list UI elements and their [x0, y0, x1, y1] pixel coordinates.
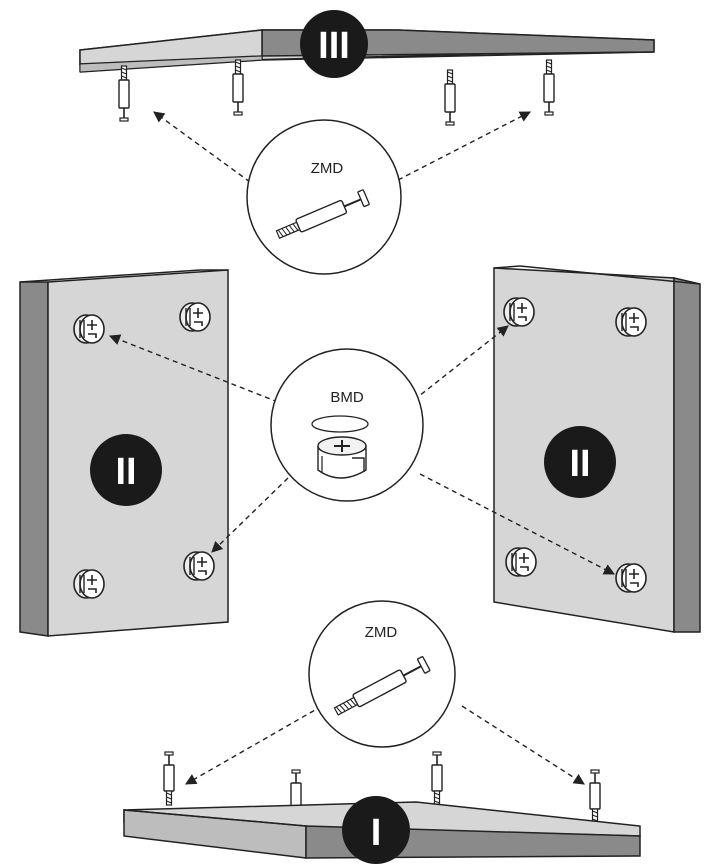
panel-badge-top: III — [300, 10, 368, 78]
panel-number-top: III — [318, 25, 350, 67]
zmd-detail-top: ZMD — [153, 111, 531, 275]
bmd-detail: BMD — [108, 325, 615, 575]
zmd-label-top: ZMD — [311, 160, 344, 177]
panel-badge-left: II — [90, 434, 162, 506]
zmd-label-bottom: ZMD — [365, 624, 398, 641]
panel-number-right: II — [569, 443, 590, 485]
top-shelf-panel — [79, 29, 655, 73]
panel-badge-bottom: I — [342, 796, 410, 864]
panel-number-bottom: I — [371, 812, 382, 854]
panel-badge-right: II — [544, 426, 616, 498]
zmd-detail-bottom: ZMD — [185, 600, 585, 785]
panel-number-left: II — [115, 451, 136, 493]
bmd-label: BMD — [330, 389, 364, 406]
